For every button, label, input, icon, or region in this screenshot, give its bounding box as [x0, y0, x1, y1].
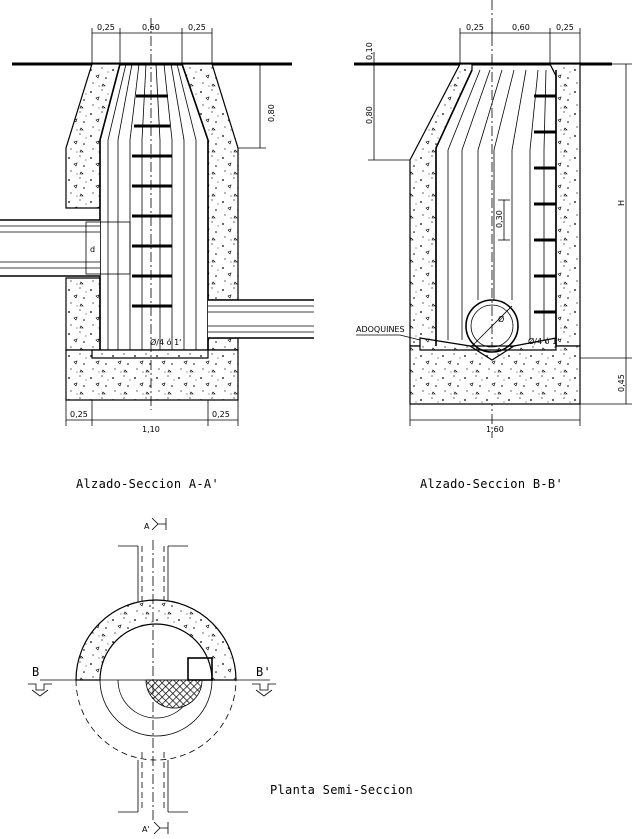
- bench-aa: [91, 349, 209, 359]
- outlet-pipe-aa: [208, 299, 314, 339]
- dim-aa-bottom-left: 0,25: [70, 410, 88, 419]
- bench-label-bb: Ø/4 ó 1': [528, 336, 559, 346]
- dim-bb-left-top: 0,10: [365, 42, 374, 60]
- pipe-label-aa: d: [90, 245, 95, 254]
- dim-bb-top-middle: 0,60: [512, 23, 530, 32]
- top-dimensions-aa: 0,25 0,60 0,25: [91, 23, 213, 64]
- dim-aa-top-right: 0,25: [188, 23, 206, 32]
- cone-dimension-aa: 0,80: [238, 64, 276, 149]
- concrete-wall-right-lower-aa: [207, 337, 239, 351]
- concrete-wall-left-lower-aa: [65, 277, 101, 351]
- title-plan: Planta Semi-Seccion: [270, 783, 413, 797]
- concrete-wall-left-aa: [65, 63, 121, 209]
- dim-bb-top-right: 0,25: [556, 23, 574, 32]
- dim-aa-cone: 0,80: [267, 104, 276, 122]
- dim-bb-left-cone: 0,80: [365, 106, 374, 124]
- plan-concrete-ring: [75, 599, 237, 681]
- bottom-dimensions-aa: 0,25 1,10 0,25: [65, 400, 239, 434]
- cut-marker-a-top: A: [144, 517, 167, 531]
- right-dimensions-bb: H 0,45: [580, 63, 632, 405]
- section-a-a: 0,25 0,60 0,25: [0, 18, 314, 491]
- title-section-aa: Alzado-Seccion A-A': [76, 477, 219, 491]
- dim-aa-top-left: 0,25: [97, 23, 115, 32]
- bench-label-aa: Ø/4 ó 1': [150, 337, 181, 347]
- bench-bb: [419, 337, 557, 361]
- plan-outer-dashed: [75, 679, 237, 761]
- plan-inner-lower: [99, 679, 213, 737]
- cut-b-right-label: B': [256, 665, 271, 679]
- adoquines-label: ADOQUINES: [356, 325, 405, 334]
- cut-a-top-label: A: [144, 522, 150, 531]
- dim-aa-bottom-right: 0,25: [212, 410, 230, 419]
- cut-marker-b-right: B': [252, 665, 276, 697]
- dim-aa-bottom-middle: 1,10: [142, 425, 160, 434]
- cut-b-left-label: B: [32, 665, 40, 679]
- ladder-rungs-bb: [534, 94, 556, 314]
- step-dimension-bb: 0,30: [495, 199, 510, 241]
- plan-semi-section: A A' B B' Planta Semi-Seccion: [28, 517, 413, 835]
- ladder-rungs-aa: [132, 94, 172, 308]
- dim-bb-step: 0,30: [495, 210, 504, 228]
- concrete-wall-right-aa: [181, 63, 239, 301]
- inlet-pipe-aa: d: [0, 219, 131, 277]
- dim-bb-base: 0,45: [617, 374, 626, 392]
- cut-a-bottom-label: A': [142, 825, 150, 834]
- dim-bb-height: H: [617, 200, 626, 206]
- top-dimensions-bb: 0,25 0,60 0,25: [459, 23, 581, 64]
- plan-bench-hatch: [145, 679, 203, 709]
- title-section-bb: Alzado-Seccion B-B': [420, 477, 563, 491]
- section-b-b: 0,25 0,60 0,25 0,10 0,80: [354, 0, 632, 491]
- outlet-pipe-section-bb: Ø: [465, 299, 519, 353]
- concrete-wall-left-bb: [409, 63, 473, 347]
- bottom-dimension-bb: 1,60: [409, 404, 581, 434]
- dim-bb-bottom: 1,60: [486, 425, 504, 434]
- cone-interior-bb: [435, 69, 557, 346]
- cut-marker-a-bottom: A': [142, 821, 169, 835]
- pipe-label-bb: Ø: [498, 314, 504, 324]
- plan-pipes: [118, 545, 188, 813]
- cut-marker-b-left: B: [28, 665, 52, 697]
- dim-bb-top-left: 0,25: [466, 23, 484, 32]
